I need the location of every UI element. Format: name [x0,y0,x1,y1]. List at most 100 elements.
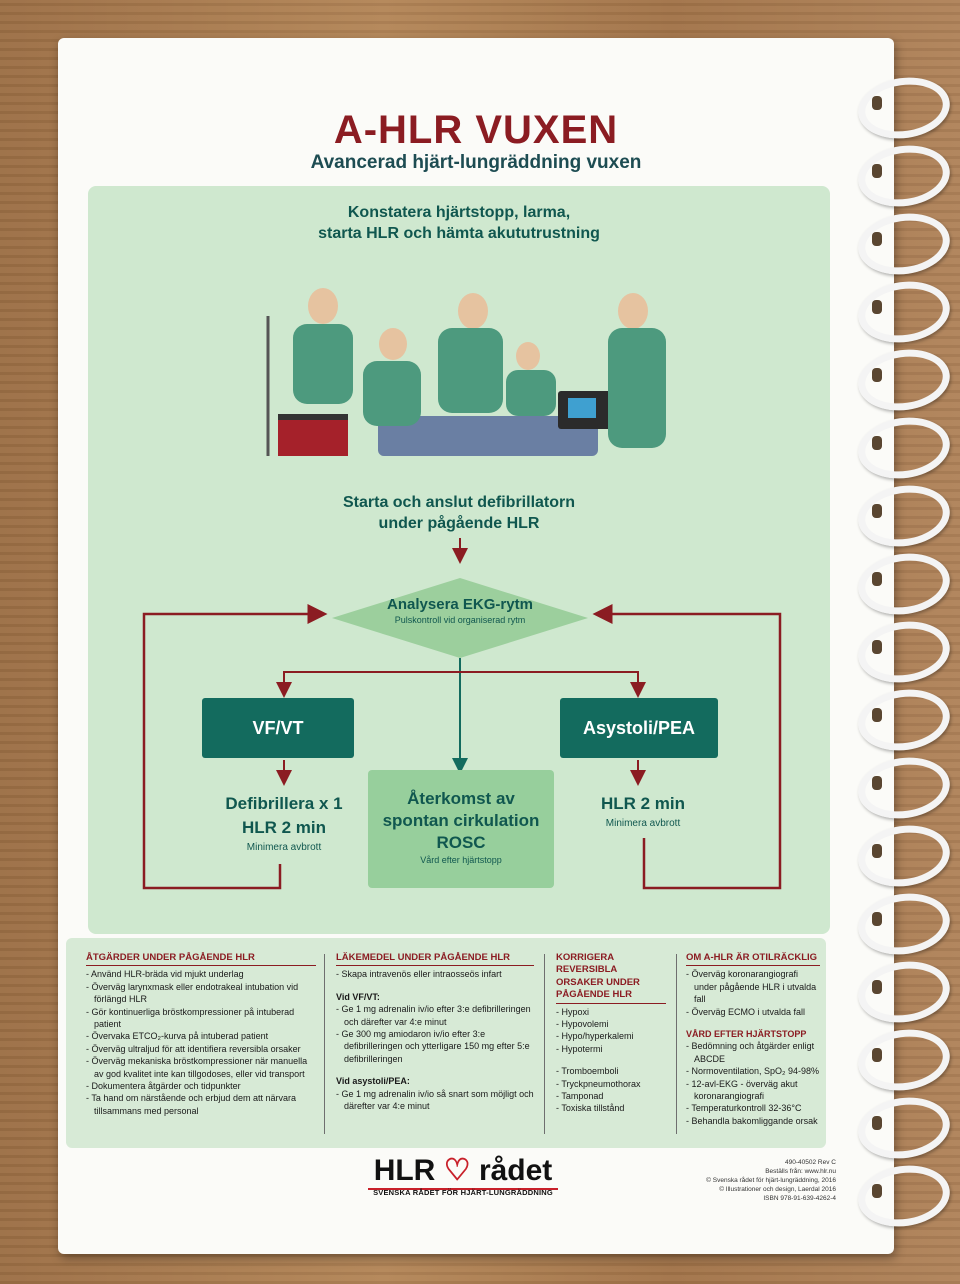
rosc-line3: ROSC [436,833,486,852]
col2-sub1: Vid VF/VT: [336,991,380,1002]
punch-hole [872,232,882,246]
punch-hole [872,1116,882,1130]
staff-figures [293,288,666,448]
col-drugs: LÄKEMEDEL UNDER PÅGÅENDE HLR Skapa intra… [336,952,534,1112]
defibrillate-line1: Defibrillera x 1 [225,794,343,813]
hlr-step-right: HLR 2 min Minimera avbrott [568,792,718,832]
logo-left: HLR [373,1154,436,1187]
algorithm-card: A-HLR VUXEN Avancerad hjärt-lungräddning… [58,38,894,1254]
loop-right [592,604,782,890]
fine-print-line: ISBN 978-91-639-4262-4 [763,1195,836,1202]
vfvt-box: VF/VT [202,698,354,758]
logo-right: rådet [478,1154,553,1187]
step-confirm-arrest: Konstatera hjärtstopp, larma, starta HLR… [88,202,830,244]
punch-hole [872,1184,882,1198]
list-item: Ge 300 mg amiodaron iv/io efter 3:e defi… [342,1028,534,1065]
col-insufficient: OM A-HLR ÄR OTILRÄCKLIG Överväg koronara… [686,952,820,1127]
punch-hole [872,912,882,926]
list-item: Övervaka ETCO₂-kurva på intuberad patien… [92,1030,316,1042]
ecg-line [368,1188,558,1190]
col4-title: OM A-HLR ÄR OTILRÄCKLIG [686,952,820,967]
fine-print-line: © Svenska rådet för hjärt-lungräddning, … [706,1177,836,1184]
heart-icon: ♡ [443,1154,471,1187]
punch-hole [872,980,882,994]
col1-list: Använd HLR-bräda vid mjukt underlagÖverv… [86,968,316,1117]
hlr-radet-logo: HLR ♡ rådet SVENSKA RÅDET FÖR HJÄRT-LUNG… [358,1153,568,1197]
list-item: Överväg mekaniska bröstkompressioner när… [92,1055,316,1080]
list-item: Överväg koronarangiografi under pågående… [692,968,820,1005]
fine-print-line: © Illustrationer och design, Laerdal 201… [719,1186,836,1193]
punch-hole [872,776,882,790]
crash-cart [278,414,348,456]
col3-list-a: HypoxiHypovolemiHypo/hyperkalemiHypoterm… [556,1006,666,1056]
page-title: A-HLR VUXEN [333,108,619,152]
punch-hole [872,368,882,382]
punch-hole [872,504,882,518]
col1-title: ÅTGÄRDER UNDER PÅGÅENDE HLR [86,952,316,967]
divider-3 [676,954,677,1134]
logo-subtitle: SVENSKA RÅDET FÖR HJÄRT-LUNGRÄDDNING [373,1188,553,1197]
list-item: Ge 1 mg adrenalin iv/io så snart som möj… [342,1088,534,1113]
list-item: Hypotermi [562,1043,666,1055]
analyse-subtitle: Pulskontroll vid organiserad rytm [394,615,526,625]
list-item: Behandla bakomliggande orsak [692,1115,820,1127]
analyse-ekg: Analysera EKG-rytm Pulskontroll vid orga… [332,596,588,625]
list-item: Ta hand om närstående och erbjud dem att… [91,1092,316,1117]
punch-hole [872,164,882,178]
col2-sub1-list: Ge 1 mg adrenalin iv/io efter 3:e defibr… [336,1003,534,1065]
fine-print-line: Beställs från: www.hlr.nu [765,1168,836,1175]
page-subtitle: Avancerad hjärt-lungräddning vuxen [310,152,642,173]
col-actions: ÅTGÄRDER UNDER PÅGÅENDE HLR Använd HLR-b… [86,952,316,1117]
rosc-line2: spontan cirkulation [382,811,540,830]
punch-hole [872,96,882,110]
divider-2 [544,954,545,1134]
list-item: Dokumentera åtgärder och tidpunkter [92,1080,316,1092]
defibrillate-step: Defibrillera x 1 HLR 2 min Minimera avbr… [198,792,370,856]
rosc-box: Återkomst av spontan cirkulation ROSC Vå… [368,770,554,888]
list-item: Skapa intravenös eller intraosseös infar… [342,968,534,980]
punch-hole [872,1048,882,1062]
col3-list-b: TromboemboliTryckpneumothoraxTamponadTox… [556,1065,666,1115]
info-panel: ÅTGÄRDER UNDER PÅGÅENDE HLR Använd HLR-b… [66,938,826,1148]
list-item: Hypoxi [562,1006,666,1018]
list-item: Temperaturkontroll 32-36°C [691,1102,820,1114]
list-item: Tamponad [561,1090,666,1102]
list-item: Normoventilation, SpO₂ 94-98% [692,1065,820,1077]
rosc-sub: Vård efter hjärtstopp [420,855,502,865]
col2-title: LÄKEMEDEL UNDER PÅGÅENDE HLR [336,952,534,967]
arrow-to-asystole [460,671,646,698]
punch-hole [872,640,882,654]
patient [378,416,598,456]
list-item: Tromboemboli [561,1065,666,1077]
list-item: Gör kontinuerliga bröstkompressioner på … [92,1006,316,1031]
punch-hole [872,844,882,858]
list-item: Överväg larynxmask eller endotrakeal int… [92,981,316,1006]
step2-line2: under pågående HLR [378,515,540,532]
step1-line1: Konstatera hjärtstopp, larma, [347,204,571,221]
list-item: 12-avl-EKG - överväg akut koronarangiogr… [692,1078,820,1103]
hlr-right-sub: Minimera avbrott [605,818,681,829]
col2-sub2-list: Ge 1 mg adrenalin iv/io så snart som möj… [336,1088,534,1113]
punch-hole [872,300,882,314]
list-item: Tryckpneumothorax [561,1078,666,1090]
rosc-line1: Återkomst av [407,789,515,808]
col4-list: Överväg koronarangiografi under pågående… [686,968,820,1018]
list-item: Hypo/hyperkalemi [562,1030,666,1042]
divider-1 [324,954,325,1134]
list-item: Ge 1 mg adrenalin iv/io efter 3:e defibr… [342,1003,534,1028]
col2-sub2: Vid asystoli/PEA: [336,1076,410,1087]
list-item: Använd HLR-bräda vid mjukt underlag [91,968,316,980]
list-item: Överväg ECMO i utvalda fall [692,1006,820,1018]
cpr-team-illustration [266,288,666,456]
fine-print-line: 490-40502 Rev C [785,1159,836,1166]
col2-list: Skapa intravenös eller intraosseös infar… [336,968,534,980]
list-item: Hypovolemi [562,1018,666,1030]
hlr-right-line1: HLR 2 min [600,794,686,813]
loop-left [142,604,328,890]
list-item: Överväg ultraljud för att identifiera re… [92,1043,316,1055]
col4-sub-list: Bedömning och åtgärder enligt ABCDENormo… [686,1040,820,1127]
punch-hole [872,436,882,450]
step2-line1: Starta och anslut defibrillatorn [342,494,576,511]
asystole-pea-box: Asystoli/PEA [560,698,718,758]
punch-hole [872,708,882,722]
